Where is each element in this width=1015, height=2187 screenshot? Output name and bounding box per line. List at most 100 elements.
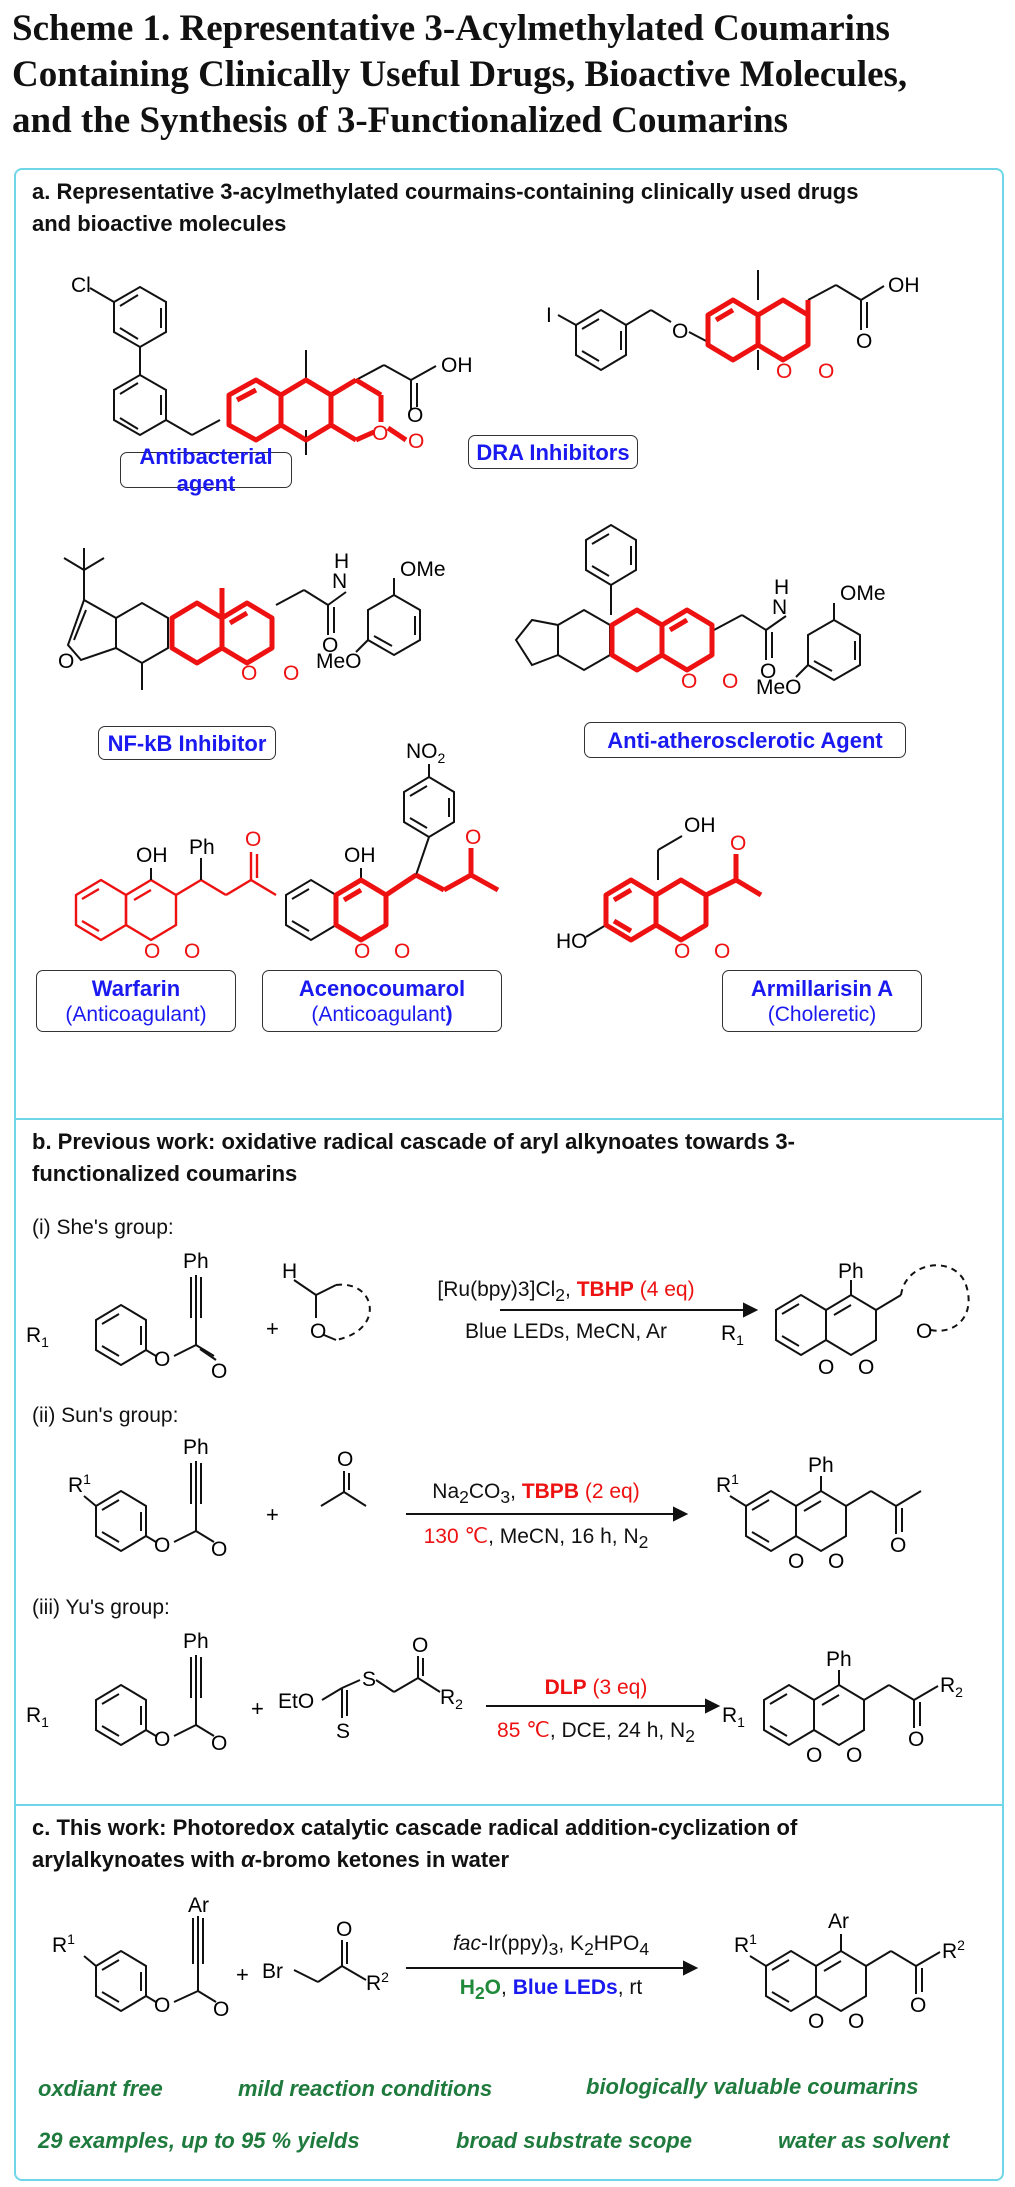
atom-o-carbonyl: O (407, 404, 423, 427)
warfarin-structure: OH Ph O O O (74, 828, 277, 963)
c-cat-sub: 3 (548, 1939, 559, 1960)
rxn3-product-r2: R2 (940, 1674, 963, 1700)
rxn2-r1: R1 (68, 1471, 91, 1497)
rxn3-below-rest: , DCE, 24 h, N (549, 1719, 686, 1742)
rxn3-product-o-lactone: O (846, 1744, 862, 1767)
rxn1-ph: Ph (183, 1250, 209, 1273)
rxn2-ph: Ph (183, 1436, 209, 1459)
rxn3-product-r-sub: 1 (737, 1714, 745, 1730)
scheme-title-line-3: and the Synthesis of 3-Functionalized Co… (12, 100, 789, 141)
rxn3-r: R (26, 1704, 41, 1727)
rxn1-r1: R1 (26, 1324, 49, 1350)
atom-o-ath-lactone: O (722, 670, 738, 693)
c-r2-sup: 2 (381, 1969, 389, 1985)
feature-water-solvent: water as solvent (778, 2128, 950, 2153)
rxn1-catalyst-sub: 2 (555, 1285, 566, 1306)
atom-oh-aceno: OH (344, 844, 376, 867)
atom-o-amide: O (322, 634, 338, 657)
rxn1-o-ester: O (154, 1348, 170, 1371)
rxn2-product-r: R (716, 1474, 731, 1497)
rxn1-o-ether: O (310, 1320, 326, 1343)
atom-o-aceno-ketone: O (465, 826, 481, 849)
c-r2-letter: R (366, 1972, 381, 1995)
panel-a-heading-line-2: and bioactive molecules (32, 211, 287, 236)
rxn2-r: R (68, 1474, 83, 1497)
rxn2-conditions-below: 130 ℃, MeCN, 16 h, N2 (406, 1524, 666, 1553)
atom-o-warfarin-ring: O (144, 940, 160, 963)
atom-o-warfarin-ketone: O (245, 828, 261, 851)
rxn1-conditions-below: Blue LEDs, MeCN, Ar (465, 1320, 667, 1343)
tag-nfkb-name: NF-kB Inhibitor (107, 730, 267, 756)
panel-c-heading-line-2: arylalkynoates with α-bromo ketones in w… (32, 1847, 510, 1872)
atom-o-aceno-ring: O (354, 940, 370, 963)
c-plus: + (236, 1962, 249, 1987)
rxn2-group: (ii) Sun's group: (32, 1404, 179, 1427)
rxn1-group: (i) She's group: (32, 1216, 174, 1239)
nfkb-inhibitor-structure: O N H OMe MeO O O O (58, 548, 446, 690)
c-product-r1: R1 (734, 1931, 757, 1957)
tag-warfarin-use: (Anticoagulant) (65, 1002, 207, 1026)
rxn3-product-ph: Ph (826, 1648, 852, 1671)
feature-examples-yields: 29 examples, up to 95 % yields (38, 2128, 360, 2153)
c-cat-sub2: 2 (584, 1939, 594, 1960)
tag-acenocoumarol-name: Acenocoumarol (298, 975, 466, 1001)
tag-acenocoumarol-use: (Anticoagulant) (311, 1002, 452, 1028)
atom-oh-armillarisin: OH (684, 814, 716, 837)
atom-ome-2: OMe (840, 582, 886, 605)
feature-oxidant-free: oxdiant free (38, 2076, 163, 2101)
feature-broad-scope: broad substrate scope (456, 2128, 692, 2153)
atom-o-warfarin-lactone: O (184, 940, 200, 963)
atom-o-dra-ring: O (776, 360, 792, 383)
rxn1-product-r: R (721, 1322, 736, 1345)
rxn3-temp: 85 ℃ (497, 1719, 550, 1742)
rxn1-o-carbonyl: O (211, 1360, 227, 1383)
rxn1-conditions-above: [Ru(bpy)3]Cl2, TBHP (4 eq) (396, 1278, 736, 1306)
rxn3-scheme: R1 O O Ph + EtO S S O R2 R1 Ph O O O R2 (26, 1630, 963, 1767)
rxn2-conditions-above: Na2CO3, TBPB (2 eq) (406, 1480, 666, 1508)
atom-meo-2: MeO (756, 676, 802, 699)
rxn1-plus: + (266, 1316, 279, 1341)
panel-a-heading: a. Representative 3-acylmethylated courm… (32, 176, 992, 240)
rxn3-product-o-ring: O (806, 1744, 822, 1767)
atom-ph-warfarin: Ph (189, 836, 215, 859)
rxn1-product-o-ring: O (818, 1356, 834, 1379)
feature-valuable-coumarins: biologically valuable coumarins (586, 2074, 919, 2099)
rxn3-r2: R2 (440, 1686, 463, 1712)
c-r1-letter: R (52, 1934, 67, 1957)
rxn3-plus: + (251, 1696, 264, 1721)
panel-c-heading: c. This work: Photoredox catalytic casca… (32, 1812, 992, 1876)
c-water-o: O (484, 1976, 502, 1999)
c-light: Blue LEDs (512, 1976, 618, 1999)
c-o-ester: O (154, 1994, 170, 2017)
panel-b-heading-line-2: functionalized coumarins (32, 1161, 298, 1186)
rxn3-r2-sub: 2 (455, 1696, 463, 1712)
atom-o-armillarisin-ring: O (674, 940, 690, 963)
rxn2-product-r-sup: 1 (731, 1471, 739, 1487)
tag-acenocoumarol-use-close: ) (445, 1002, 453, 1026)
rxn2-product-ph: Ph (808, 1454, 834, 1477)
rxn3-product-r: R (722, 1704, 737, 1727)
rxn3-below-sub: 2 (685, 1726, 695, 1747)
c-r2: R2 (366, 1969, 389, 1995)
rxn3-conditions-above: DLP (3 eq) (486, 1676, 706, 1700)
rxn3-product-r2-letter: R (940, 1674, 955, 1697)
atom-oh-warfarin: OH (136, 844, 168, 867)
atom-o-armillarisin-ketone: O (730, 832, 746, 855)
rxn1-product-o-lactone: O (858, 1356, 874, 1379)
scheme-title: Scheme 1. Representative 3-Acylmethylate… (12, 6, 1002, 144)
rxn2-sep: , (510, 1480, 516, 1503)
atom-cl: Cl (71, 274, 91, 297)
tag-warfarin: Warfarin (Anticoagulant) (36, 970, 236, 1032)
atom-oh-dra: OH (888, 274, 920, 297)
panel-b-heading-line-1: b. Previous work: oxidative radical casc… (32, 1129, 795, 1154)
c-product-r2: R2 (942, 1937, 965, 1963)
tag-warfarin-name: Warfarin (91, 975, 181, 1001)
c-o-carbonyl: O (213, 1998, 229, 2021)
atom-n-amide: N (332, 570, 347, 593)
rxn1-product-r-sub: 1 (736, 1332, 744, 1348)
c-water-h: H (459, 1976, 475, 1999)
tag-dra-name: DRA Inhibitors (476, 439, 630, 465)
rxn3-r-sub: 1 (41, 1714, 49, 1730)
atom-o-nfkb-lactone: O (283, 662, 299, 685)
panel-b: b. Previous work: oxidative radical casc… (14, 1118, 1004, 1806)
